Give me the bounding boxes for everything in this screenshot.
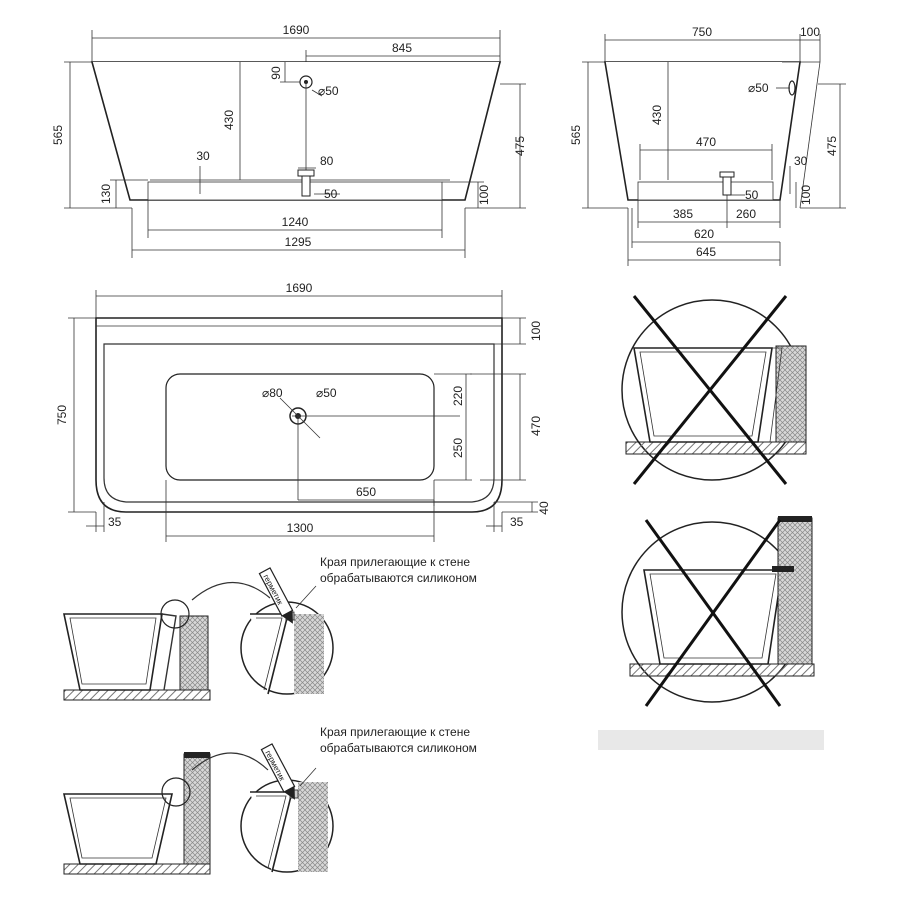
front-base <box>147 181 443 201</box>
side-base-inner-label: 620 <box>694 227 714 241</box>
front-height-label: 565 <box>51 125 65 145</box>
side-view: 750 100 565 430 ⌀50 470 475 30 <box>569 25 846 266</box>
front-overflow-offset-label: 90 <box>269 66 283 80</box>
wall-2 <box>183 753 211 865</box>
wrong-install-2 <box>621 516 815 707</box>
install-diagram-2: герметик Края прилегающие к стене обраба… <box>62 725 477 875</box>
side-drain-gap-label: 30 <box>794 154 808 168</box>
side-inner-width-label: 470 <box>696 135 716 149</box>
side-width-label: 750 <box>692 25 712 39</box>
front-depth-label: 430 <box>222 110 236 130</box>
side-height-right-label: 475 <box>825 136 839 156</box>
caption-bar <box>598 730 824 750</box>
install-diagram-1: герметик Края прилегающие к стене обраба… <box>63 555 477 701</box>
top-inner-width-label: 470 <box>529 416 543 436</box>
top-corner-offset-label: 40 <box>537 501 551 515</box>
front-base-height-right-label: 100 <box>477 185 491 205</box>
front-base-height-label: 130 <box>99 184 113 204</box>
side-tub-outer <box>604 61 801 201</box>
side-drain-height-label: 50 <box>745 188 759 202</box>
front-drain-height-label: 50 <box>324 187 338 201</box>
side-depth-label: 430 <box>650 105 664 125</box>
cross-mark-1b <box>632 295 788 485</box>
wall-1 <box>179 615 209 691</box>
front-overflow-diameter-label: ⌀50 <box>318 84 339 98</box>
side-drain-left-label: 385 <box>673 207 693 221</box>
note-2-line-1: Края прилегающие к стене <box>320 725 470 739</box>
cross-mark-2b <box>644 519 782 707</box>
top-drain-to-top-label: 220 <box>451 386 465 406</box>
side-drain-right-label: 260 <box>736 207 756 221</box>
front-base-outer-label: 1295 <box>285 235 312 249</box>
top-length-label: 1690 <box>286 281 313 295</box>
front-height-right-label: 475 <box>513 136 527 156</box>
front-half-length-label: 845 <box>392 41 412 55</box>
front-length-label: 1690 <box>283 23 310 37</box>
top-back-rim-label: 100 <box>529 321 543 341</box>
side-height-label: 565 <box>569 125 583 145</box>
side-base-height-label: 100 <box>799 185 813 205</box>
front-base-inner-label: 1240 <box>282 215 309 229</box>
front-drain <box>301 175 311 197</box>
note-2-line-2: обрабатываются силиконом <box>320 741 477 755</box>
front-drain-width-label: 80 <box>320 154 334 168</box>
side-drain <box>722 176 732 196</box>
top-drain-to-right-label: 650 <box>356 485 376 499</box>
side-overflow-diameter-label: ⌀50 <box>748 81 769 95</box>
top-drain-to-bottom-label: 250 <box>451 438 465 458</box>
top-overflow-diameter-label: ⌀50 <box>316 386 337 400</box>
side-rim-offset-label: 100 <box>800 25 820 39</box>
top-offset-left-label: 35 <box>108 515 122 529</box>
front-view: 1690 845 565 130 430 90 ⌀50 30 <box>51 23 527 258</box>
top-drain-diameter-label: ⌀80 <box>262 386 283 400</box>
top-view: 1690 750 100 ⌀80 ⌀50 220 250 470 <box>55 281 551 542</box>
front-tub-outer <box>91 61 501 201</box>
top-offset-right-label: 35 <box>510 515 524 529</box>
top-inner-basin <box>165 373 435 481</box>
wrong-install-1 <box>621 295 807 485</box>
note-1-line-1: Края прилегающие к стене <box>320 555 470 569</box>
side-base <box>637 181 774 201</box>
side-base-outer-label: 645 <box>696 245 716 259</box>
top-inner-length-label: 1300 <box>287 521 314 535</box>
front-drain-gap-label: 30 <box>196 149 210 163</box>
note-1-line-2: обрабатываются силиконом <box>320 571 477 585</box>
top-width-label: 750 <box>55 405 69 425</box>
